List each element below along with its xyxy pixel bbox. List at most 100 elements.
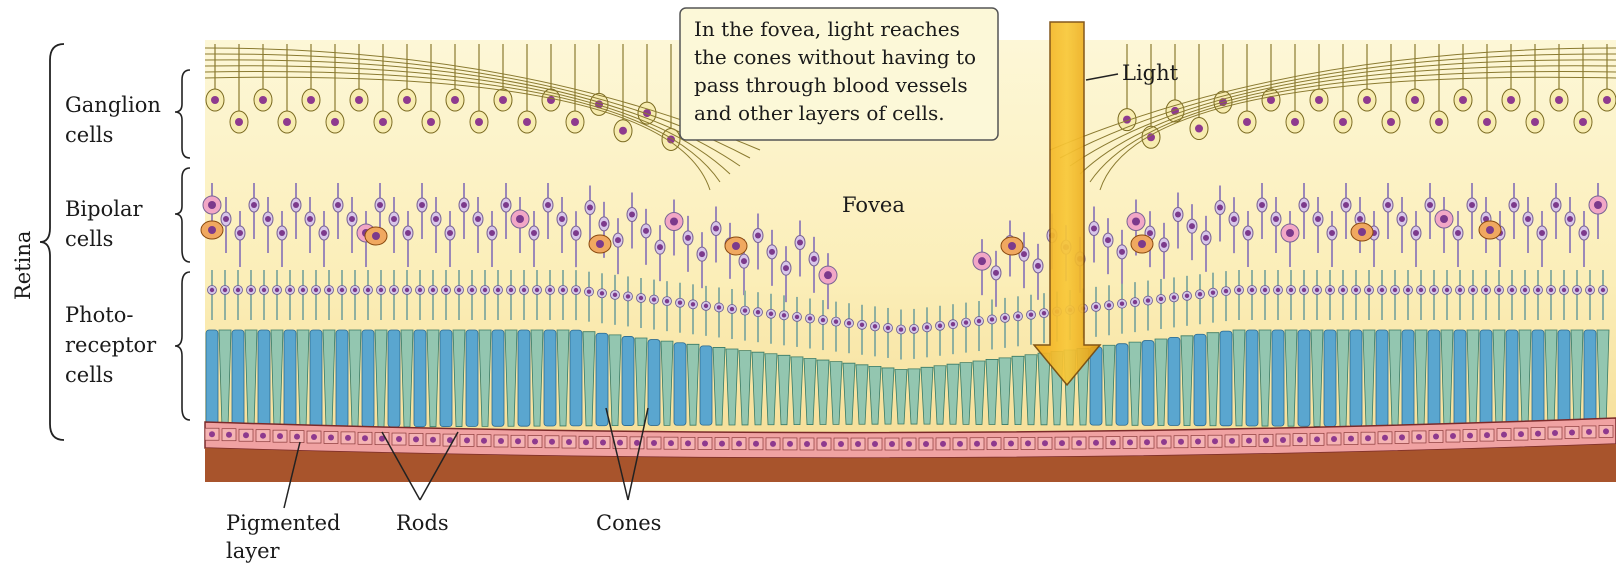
bipolar-nucleus — [1035, 263, 1041, 269]
fovea-callout: In the fovea, light reaches the cones wi… — [680, 8, 998, 140]
bipolar-nucleus — [657, 244, 663, 250]
rod-cell — [1454, 330, 1466, 427]
horizontal-nucleus — [1358, 228, 1366, 236]
rod-cell — [570, 330, 582, 426]
rod-cell — [544, 330, 556, 426]
bipolar-nucleus — [475, 216, 481, 222]
rod-cell — [232, 330, 244, 428]
bipolar-nucleus — [643, 228, 649, 234]
rod-cell — [700, 346, 712, 425]
bipolar-nucleus — [516, 215, 524, 223]
bipolar-nucleus — [1091, 226, 1097, 232]
bipolar-nucleus — [993, 270, 999, 276]
bipolar-nucleus — [489, 230, 495, 236]
bipolar-nucleus — [587, 205, 593, 211]
rod-cell — [1584, 330, 1596, 428]
bipolar-nucleus — [1511, 202, 1517, 208]
ganglion-nucleus — [283, 118, 291, 126]
bipolar-nucleus — [1357, 216, 1363, 222]
rod-cell — [440, 330, 452, 427]
bipolar-nucleus — [1147, 230, 1153, 236]
rod-cell — [1402, 330, 1414, 427]
rod-cell — [466, 330, 478, 426]
bipolar-nucleus — [769, 249, 775, 255]
ganglion-nucleus — [403, 96, 411, 104]
bipolar-nucleus — [797, 240, 803, 246]
pigmented-label-line-1: Pigmented — [226, 511, 340, 535]
rod-cell — [258, 330, 270, 428]
bipolar-nucleus — [741, 258, 747, 264]
rod-cell — [518, 330, 530, 426]
bipolar-nucleus — [685, 235, 691, 241]
bipolar-nucleus — [1119, 249, 1125, 255]
ganglion-brace — [175, 70, 190, 158]
bipolar-nucleus — [293, 202, 299, 208]
bipolar-nucleus — [1315, 216, 1321, 222]
rod-cell — [674, 343, 686, 426]
bipolar-nucleus — [1161, 242, 1167, 248]
bipolar-nucleus — [1525, 216, 1531, 222]
rod-cell — [1350, 330, 1362, 427]
bipolar-nucleus — [1021, 251, 1027, 257]
bipolar-nucleus — [559, 216, 565, 222]
bipolar-nucleus — [1469, 202, 1475, 208]
ganglion-nucleus — [1363, 96, 1371, 104]
bipolar-nucleus — [615, 237, 621, 243]
rod-cell — [1532, 330, 1544, 428]
ganglion-nucleus — [1387, 118, 1395, 126]
photoreceptor-label-line-1: Photo- — [65, 303, 133, 327]
ganglion-nucleus — [571, 118, 579, 126]
bipolar-brace — [175, 168, 190, 262]
bipolar-nucleus — [307, 216, 313, 222]
ganglion-nucleus — [259, 96, 267, 104]
photoreceptor-label-line-2: receptor — [65, 333, 157, 357]
bipolar-nucleus — [670, 218, 678, 226]
callout-line-4: and other layers of cells. — [694, 101, 945, 125]
bipolar-nucleus — [1175, 212, 1181, 218]
rod-cell — [1298, 330, 1310, 426]
rod-cell — [648, 340, 660, 426]
callout-line-1: In the fovea, light reaches — [694, 17, 960, 41]
rod-cell — [336, 330, 348, 427]
rod-cell — [1090, 347, 1102, 425]
ganglion-label-line-2: cells — [65, 123, 113, 147]
rod-cell — [622, 336, 634, 425]
ganglion-nucleus — [235, 118, 243, 126]
ganglion-nucleus — [307, 96, 315, 104]
bipolar-nucleus — [405, 230, 411, 236]
callout-line-2: the cones without having to — [694, 45, 976, 69]
ganglion-nucleus — [1579, 118, 1587, 126]
bipolar-nucleus — [1594, 201, 1602, 209]
bipolar-nucleus — [1245, 230, 1251, 236]
rod-cell — [1480, 330, 1492, 427]
fovea-label: Fovea — [842, 193, 905, 217]
bipolar-nucleus — [335, 202, 341, 208]
ganglion-nucleus — [1315, 96, 1323, 104]
ganglion-nucleus — [1243, 118, 1251, 126]
rod-cell — [1272, 330, 1284, 426]
bipolar-nucleus — [1189, 223, 1195, 229]
ganglion-nucleus — [619, 127, 627, 135]
bipolar-nucleus — [208, 201, 216, 209]
photoreceptor-label-line-3: cells — [65, 363, 113, 387]
rod-cell — [1116, 344, 1128, 426]
horizontal-nucleus — [372, 232, 380, 240]
bipolar-nucleus — [811, 256, 817, 262]
bipolar-nucleus — [461, 202, 467, 208]
bipolar-nucleus — [1567, 216, 1573, 222]
ganglion-nucleus — [355, 96, 363, 104]
rods-label: Rods — [396, 511, 449, 535]
ganglion-nucleus — [451, 96, 459, 104]
bipolar-nucleus — [713, 226, 719, 232]
rod-cell — [1558, 330, 1570, 428]
ganglion-nucleus — [331, 118, 339, 126]
horizontal-nucleus — [732, 242, 740, 250]
bipolar-nucleus — [1259, 202, 1265, 208]
bipolar-nucleus — [279, 230, 285, 236]
ganglion-label-line-1: Ganglion — [65, 93, 161, 117]
bipolar-nucleus — [223, 216, 229, 222]
callout-line-3: pass through blood vessels — [694, 73, 968, 97]
bipolar-nucleus — [1329, 230, 1335, 236]
ganglion-nucleus — [1531, 118, 1539, 126]
horizontal-nucleus — [1486, 226, 1494, 234]
